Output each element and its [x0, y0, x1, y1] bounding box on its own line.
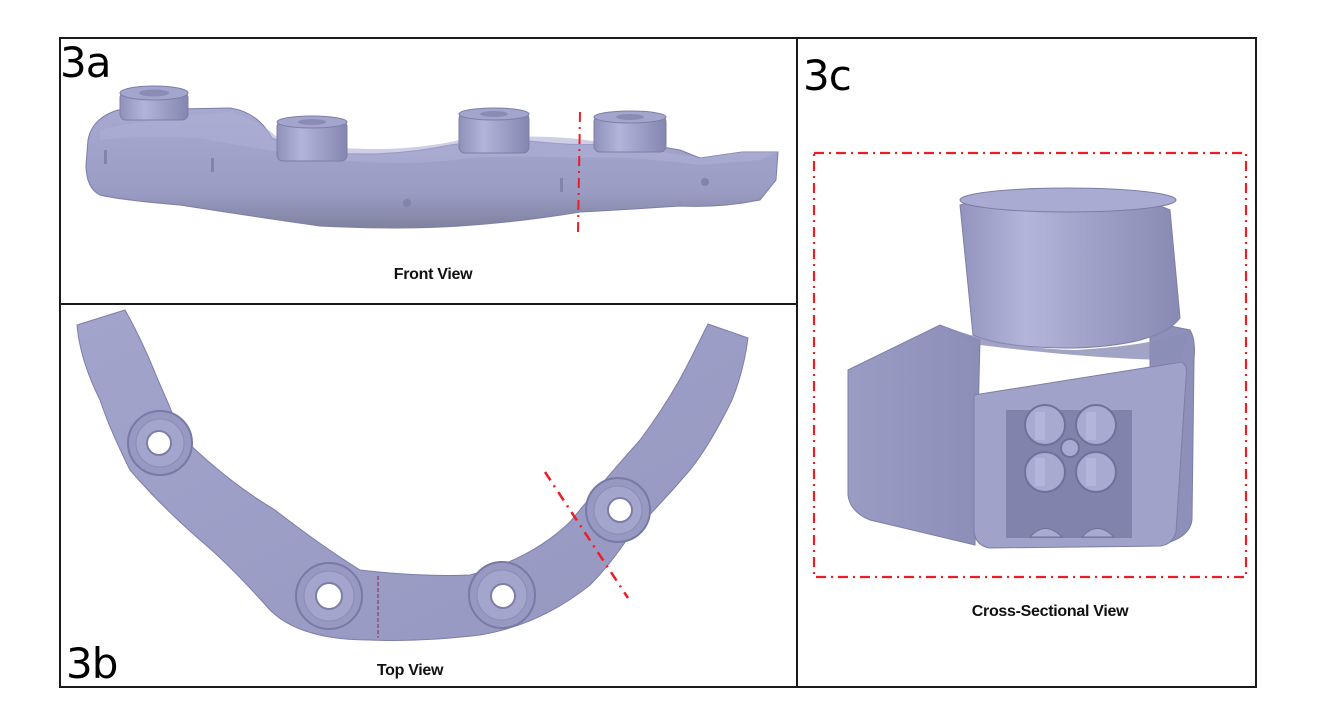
implant-ring-1 [127, 410, 193, 476]
implant-ring-3 [468, 561, 536, 629]
section-highlight-box [812, 151, 1248, 579]
implant-ring-4 [585, 477, 651, 543]
caption-front-view: Front View [393, 266, 473, 283]
implant-cylinder-1 [119, 85, 189, 121]
panel-label-3c: 3c [803, 51, 852, 100]
implant-ring-2 [295, 562, 363, 630]
panel-divider-vertical [796, 37, 798, 688]
panel-divider-horizontal [59, 303, 798, 305]
top-view-model [76, 309, 749, 641]
section-line-top [543, 471, 630, 599]
caption-top-view: Top View [376, 662, 444, 679]
panel-label-3b: 3b [66, 639, 118, 688]
section-line-front [577, 111, 581, 233]
front-view-model [85, 85, 779, 233]
panel-label-3a: 3a [60, 38, 111, 87]
cross-section-model [812, 151, 1248, 579]
implant-cylinder-3 [458, 107, 530, 154]
caption-cross-sectional-view: Cross-Sectional View [971, 603, 1129, 620]
implant-cylinder-2 [276, 115, 348, 162]
figure-frame [59, 37, 1257, 688]
implant-cylinder-4 [593, 110, 667, 153]
